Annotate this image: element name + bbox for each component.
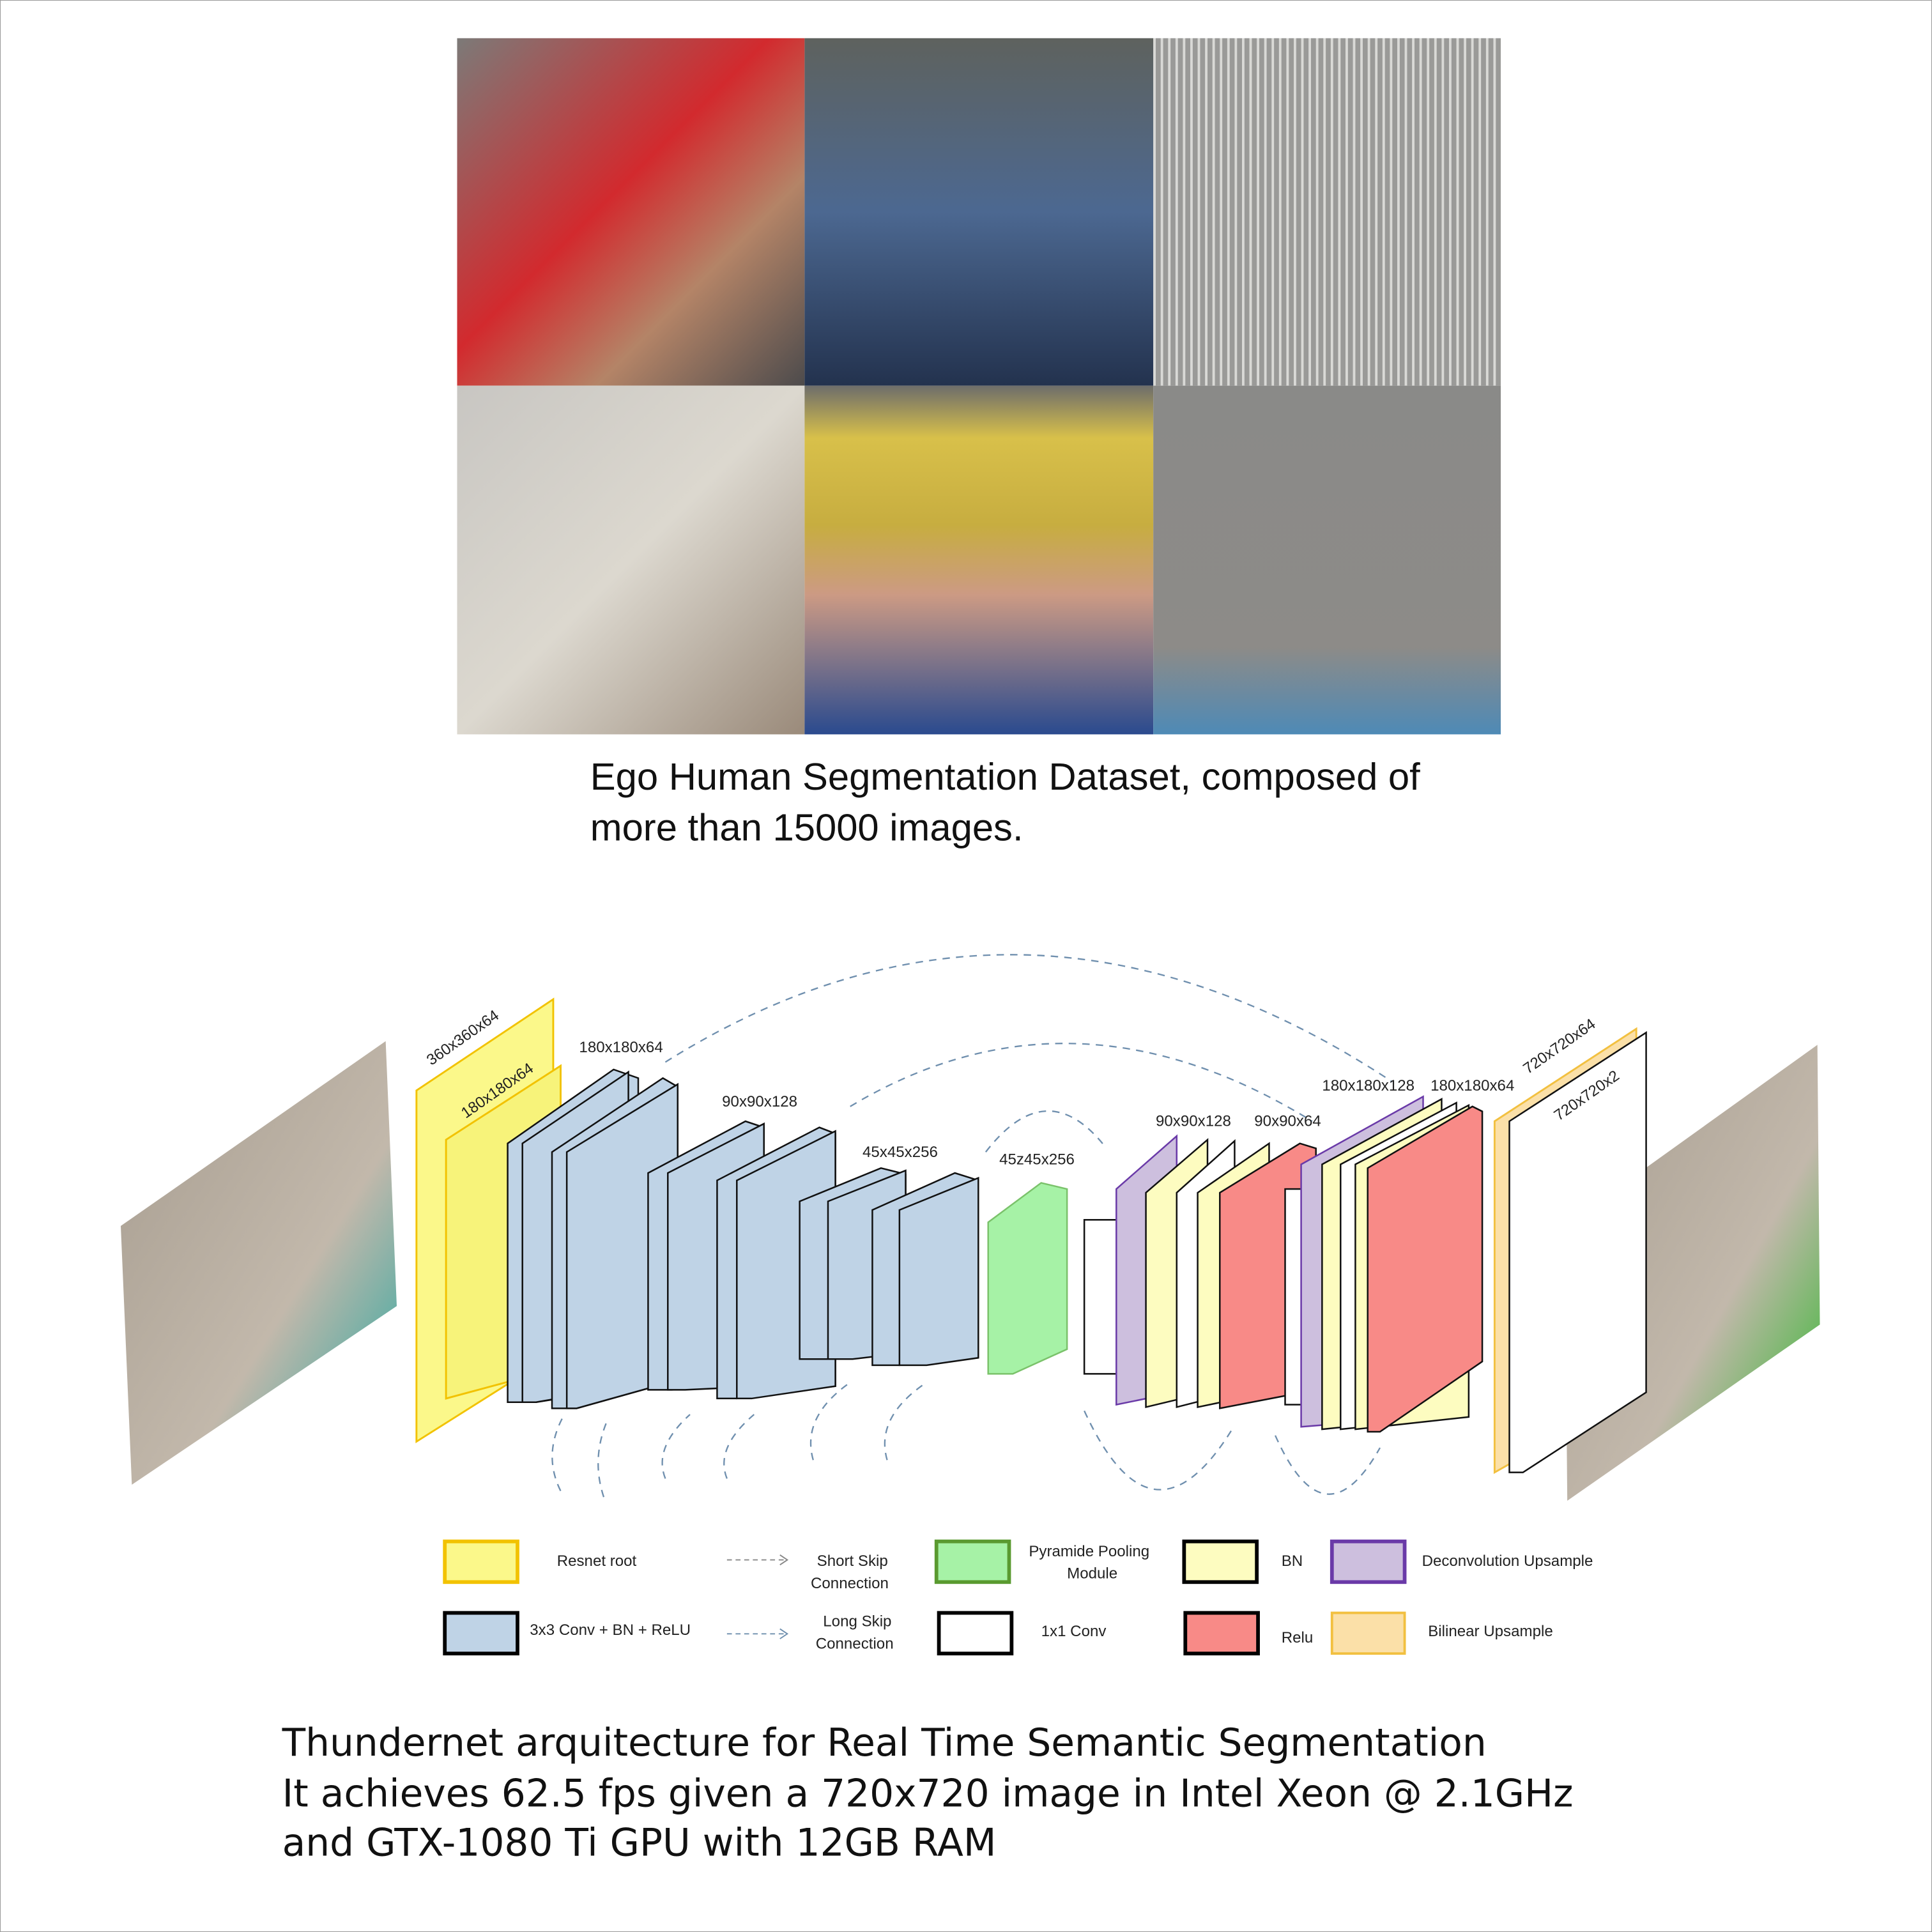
legend-label-bilinear: Bilinear Upsample — [1428, 1623, 1553, 1640]
label-90x90x64: 90x90x64 — [1254, 1113, 1321, 1130]
legend-label-ppm-2: Module — [1067, 1565, 1117, 1583]
pyramid-pooling-block — [987, 1182, 1068, 1375]
label-45x45x256: 45x45x256 — [862, 1144, 938, 1161]
photo-crossed-legs-yellow — [804, 385, 1154, 735]
legend-swatch-relu — [1183, 1611, 1260, 1656]
dataset-caption-line2: more than 15000 images. — [590, 806, 1023, 848]
legend-label-short-skip-2: Connection — [811, 1575, 889, 1592]
photo-legs-seated — [804, 38, 1154, 386]
legend-swatch-bn — [1182, 1539, 1259, 1584]
legend-label-relu: Relu — [1282, 1629, 1314, 1646]
legend-swatch-ppm — [934, 1539, 1011, 1584]
photo-hands-red-mat — [457, 38, 805, 386]
label-180x180x128: 180x180x128 — [1322, 1077, 1414, 1094]
legend-label-long-skip-2: Connection — [816, 1635, 894, 1652]
photo-grid — [457, 38, 1501, 735]
legend-label-long-skip-1: Long Skip — [823, 1613, 891, 1630]
legend-swatch-bilinear — [1330, 1611, 1406, 1655]
arch-caption-line2: It achieves 62.5 fps given a 720x720 ima… — [282, 1772, 1574, 1816]
skip-connections — [551, 954, 1393, 1498]
photo-newspaper-arms — [457, 385, 805, 735]
output-block — [1508, 1031, 1647, 1473]
legend-label-short-skip-1: Short Skip — [817, 1552, 888, 1570]
input-image — [121, 1041, 397, 1485]
legend-label-resnet-root: Resnet root — [557, 1552, 637, 1570]
photo-chairs-carpet — [1153, 385, 1501, 735]
label-180x180x64-dec: 180x180x64 — [1430, 1077, 1514, 1094]
legend-swatch-deconv — [1330, 1539, 1407, 1584]
dataset-caption-line1: Ego Human Segmentation Dataset, composed… — [590, 755, 1420, 798]
legend-label-ppm-1: Pyramide Pooling — [1029, 1543, 1149, 1560]
label-90x90x128-dec: 90x90x128 — [1156, 1113, 1231, 1130]
photo-feet-striped-floor — [1153, 38, 1501, 386]
decoder-block-2 — [1284, 1095, 1483, 1433]
legend-swatch-resnet-root — [443, 1539, 519, 1584]
label-90x90x128: 90x90x128 — [722, 1093, 797, 1110]
legend-label-1x1-conv: 1x1 Conv — [1041, 1623, 1107, 1640]
label-180x180x64: 180x180x64 — [579, 1039, 663, 1056]
legend-swatch-conv — [443, 1611, 519, 1656]
conv-blocks — [507, 1068, 979, 1409]
legend-label-conv: 3x3 Conv + BN + ReLU — [530, 1621, 691, 1639]
legend-label-bn: BN — [1282, 1552, 1303, 1570]
legend-swatch-1x1-conv — [937, 1611, 1014, 1656]
label-45z45x256: 45z45x256 — [999, 1151, 1075, 1169]
legend: Resnet root 3x3 Conv + BN + ReLU Short S… — [443, 1539, 1593, 1656]
arch-caption-line3: and GTX-1080 Ti GPU with 12GB RAM — [282, 1821, 997, 1865]
legend-label-deconv: Deconvolution Upsample — [1422, 1552, 1593, 1570]
decoder-block-1 — [1083, 1134, 1317, 1409]
arch-caption-line1: Thundernet arquitecture for Real Time Se… — [282, 1721, 1487, 1765]
